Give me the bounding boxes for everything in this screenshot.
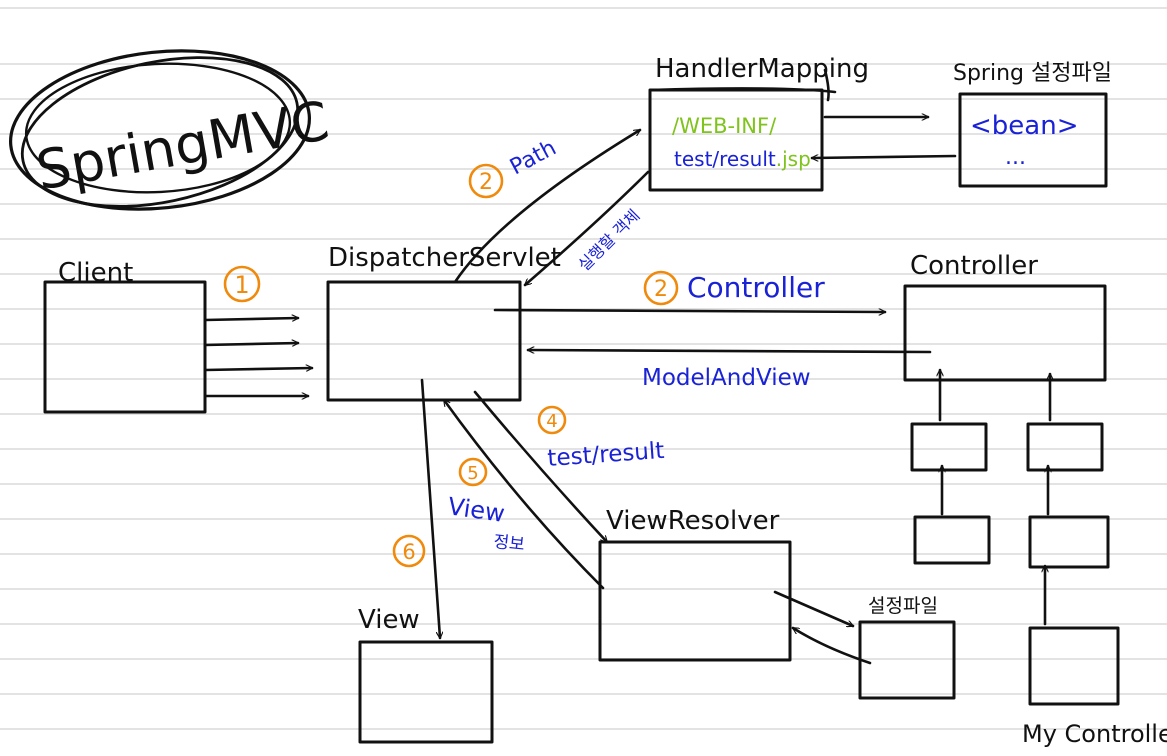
step-2a-circle — [468, 163, 504, 199]
step-2b-circle — [643, 270, 679, 306]
step-2-path: 2 Path — [468, 136, 561, 199]
title-ellipse-3 — [24, 62, 292, 194]
config-file-node: 설정파일 — [858, 595, 956, 700]
viewresolver-label: ViewResolver — [606, 506, 780, 536]
request-arrow-2 — [203, 343, 300, 345]
handler-path-line1: /WEB-INF/ — [672, 114, 777, 138]
step-2a-number: 2 — [479, 170, 493, 195]
step-6: 6 — [392, 534, 426, 568]
step-5-text-1: View — [446, 492, 506, 528]
controller-to-dispatcher-arrow — [526, 350, 932, 352]
handler-mapping-label: HandlerMapping — [655, 54, 869, 84]
controller-node: Controller — [903, 251, 1107, 382]
step-2b-text: Controller — [687, 271, 825, 304]
step-5: 5 View 정보 — [446, 457, 526, 555]
dispatcher-to-view-arrow — [420, 378, 440, 640]
step-6-circle — [392, 534, 426, 568]
spring-config-ellipsis: ... — [1005, 145, 1026, 170]
handler-path-ext: .jsp — [776, 147, 811, 171]
config-to-viewresolver-arrow — [793, 626, 872, 665]
config-file-label: 설정파일 — [868, 595, 938, 617]
spring-config-bean: <bean> — [970, 111, 1078, 141]
view-box — [358, 640, 494, 744]
step-1: 1 — [223, 265, 261, 303]
client-node: Client — [43, 258, 207, 414]
viewresolver-to-dispatcher-arrow — [442, 400, 605, 590]
step-1-number: 1 — [234, 271, 249, 299]
handler-mapping-node: HandlerMapping /WEB-INF/ test/result.jsp — [648, 54, 869, 192]
spring-config-box — [958, 92, 1108, 188]
dispatcher-node: DispatcherServlet — [326, 243, 561, 402]
step-5-number: 5 — [467, 463, 478, 484]
step-4-number: 4 — [546, 411, 557, 432]
handler-mapping-flick — [823, 68, 830, 102]
config-to-handler-arrow — [810, 156, 957, 158]
dispatcher-to-controller-arrow — [493, 310, 887, 312]
client-request-arrows — [203, 318, 314, 396]
controller-hierarchy-left — [910, 368, 991, 565]
viewresolver-box — [598, 540, 792, 662]
title-group: SpringMVC — [8, 49, 334, 211]
client-box — [43, 280, 207, 414]
request-arrow-3 — [203, 368, 314, 370]
spring-config-label: Spring 설정파일 — [953, 61, 1112, 86]
config-file-box — [858, 620, 956, 700]
step-2a-text: Path — [506, 136, 560, 181]
handler-path-name: test/result — [674, 147, 776, 171]
step-2-controller: 2 Controller — [643, 270, 825, 306]
hierarchy-right-box-2 — [1028, 515, 1110, 569]
title-ellipse — [8, 49, 312, 211]
step-4: 4 test/result — [537, 405, 666, 472]
step-6-number: 6 — [402, 540, 415, 564]
view-node: View — [358, 605, 494, 744]
step-5-circle — [458, 457, 488, 487]
dispatcher-box — [326, 280, 522, 402]
viewresolver-to-config-arrow — [773, 590, 853, 628]
dispatcher-label: DispatcherServlet — [328, 243, 561, 273]
spring-config-node: Spring 설정파일 <bean> ... — [953, 61, 1112, 188]
step-4-circle — [537, 405, 567, 435]
exec-object-text: 실행할 객체 — [574, 206, 643, 275]
dispatcher-to-viewresolver-arrow — [473, 390, 607, 542]
hierarchy-left-box-2 — [913, 515, 991, 565]
step-1-circle — [223, 265, 261, 303]
request-arrow-1 — [203, 318, 300, 320]
handler-to-dispatcher-arrow — [525, 170, 650, 287]
hierarchy-left-box-1 — [910, 422, 988, 472]
step-5-text-2: 정보 — [492, 532, 525, 555]
step-2b-number: 2 — [654, 277, 668, 302]
controller-label: Controller — [910, 251, 1038, 281]
viewresolver-node: ViewResolver — [598, 506, 792, 662]
page-title: SpringMVC — [32, 89, 334, 202]
handler-path-line2: test/result.jsp — [674, 147, 811, 171]
step-4-text: test/result — [547, 438, 666, 472]
hierarchy-right-box-1 — [1026, 422, 1104, 472]
handler-mapping-box — [648, 88, 824, 192]
dispatcher-to-handler-arrow — [453, 128, 640, 284]
controller-hierarchy-right: My Controller — [1022, 372, 1167, 748]
model-and-view-text: ModelAndView — [642, 365, 811, 391]
my-controller-box — [1028, 626, 1120, 706]
my-controller-label: My Controller — [1022, 720, 1167, 748]
view-label: View — [358, 605, 420, 635]
controller-box — [903, 284, 1107, 382]
